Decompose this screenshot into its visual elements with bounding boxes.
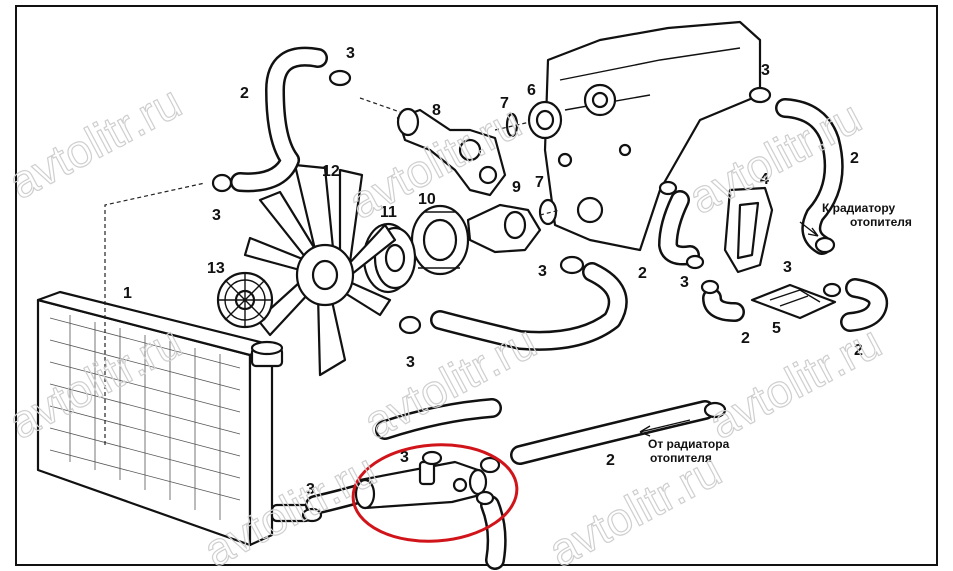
callout-radiator: 1 [123, 285, 132, 302]
fan [243, 163, 397, 377]
thermostat [494, 100, 563, 140]
fan-hub [216, 271, 274, 329]
callout-hose: 2 [850, 150, 859, 167]
callout-water-pump: 9 [512, 179, 521, 196]
note-to-heater-line2: отопителя [850, 215, 912, 229]
callout-clamp: 3 [306, 481, 315, 498]
callout-hose: 2 [240, 85, 249, 102]
hose-bottom-upper [375, 398, 502, 440]
callout-hose: 2 [741, 330, 750, 347]
callout-pulley: 11 [380, 204, 397, 221]
callout-clamp: 3 [346, 45, 355, 62]
callout-labels: 1 2 2 2 2 2 2 3 3 3 3 3 3 3 3 3 4 5 6 7 … [123, 45, 863, 498]
radiator [36, 290, 312, 547]
hose-pump-lower [430, 262, 628, 351]
callout-thermostat-housing: 8 [432, 102, 441, 119]
fan-clutch [410, 204, 470, 276]
hose-bottom-down [480, 495, 507, 570]
tee-connector [354, 460, 488, 510]
hose-clamp [211, 69, 842, 523]
water-pump [466, 198, 561, 254]
hose-right-lower [840, 278, 889, 332]
callout-clamp: 3 [538, 263, 547, 280]
callout-fan: 12 [322, 163, 340, 180]
callout-seal: 6 [527, 82, 536, 99]
callout-heater-valve: 4 [760, 171, 769, 188]
callout-hose: 2 [638, 265, 647, 282]
callout-clamp: 3 [680, 274, 689, 291]
watermark-text: avtolitr.ru [355, 315, 544, 449]
flow-notes: К радиатору отопителя От радиатора отопи… [648, 201, 912, 465]
hose-bottom-long [510, 400, 715, 465]
callout-fan-clutch: 10 [418, 191, 436, 208]
callout-hose: 2 [854, 342, 863, 359]
watermark-text: avtolitr.ru [700, 315, 889, 449]
diagram-border [15, 5, 938, 566]
callout-clamp: 3 [400, 449, 409, 466]
watermark-text: avtolitr.ru [540, 443, 729, 571]
note-from-heater-line2: отопителя [650, 451, 712, 465]
callout-fan-hub: 13 [207, 260, 225, 277]
note-from-heater-line1: От радиатора [648, 437, 730, 451]
heater-valve [723, 186, 774, 274]
callout-thermostat: 7 [500, 95, 509, 112]
callout-bracket: 5 [772, 320, 781, 337]
thermostat-housing [359, 97, 507, 197]
hose-small-middle [658, 190, 700, 266]
callout-clamp: 3 [761, 62, 770, 79]
callout-gasket: 7 [535, 174, 544, 191]
note-to-heater-line1: К радиатору [822, 201, 896, 215]
highlight-ellipse [351, 443, 519, 543]
hose-top-left [230, 46, 328, 193]
hose-small-right [702, 288, 745, 322]
callout-clamp: 3 [406, 354, 415, 371]
hose-bracket [750, 283, 837, 320]
relation-line-radiator [104, 182, 206, 445]
watermark-text: avtolitr.ru [0, 75, 189, 209]
flow-arrows [639, 221, 819, 437]
callout-clamp: 3 [783, 259, 792, 276]
callout-clamp: 3 [212, 207, 221, 224]
callout-hose: 2 [606, 452, 615, 469]
engine-block [543, 20, 762, 252]
